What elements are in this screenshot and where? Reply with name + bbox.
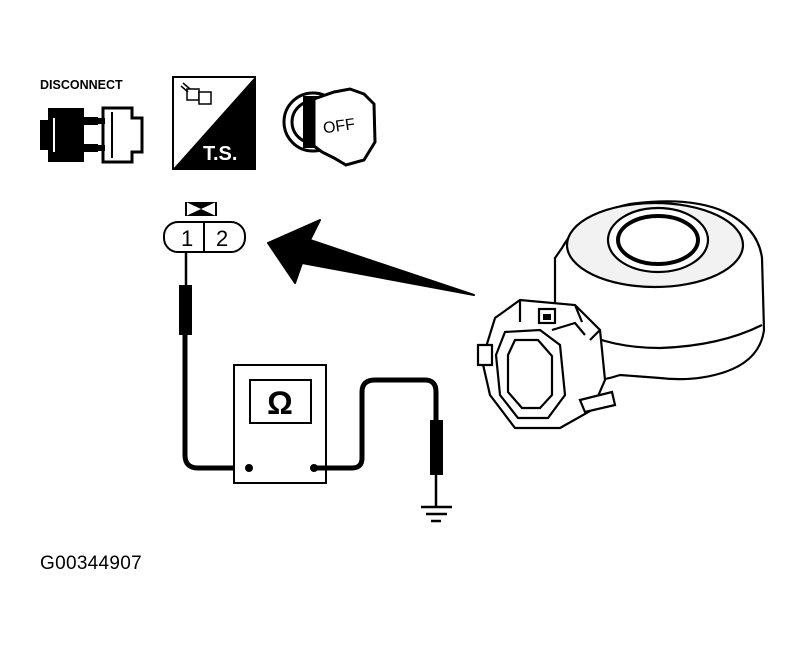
meter-terminal-left [245,464,253,472]
ignition-key-off-icon: OFF [282,87,377,167]
connector-pin-2: 2 [216,226,228,251]
ohmmeter: Ω [233,364,327,484]
knock-sensor [476,200,766,430]
right-test-lead [314,377,443,506]
ohm-symbol: Ω [267,385,293,421]
disconnect-label: DISCONNECT [40,78,123,92]
connector-left-half-icon [40,108,84,162]
key-off-label: OFF [322,116,356,137]
probe-right [430,420,443,475]
sensor-connector-terminal: 1 2 [163,202,246,253]
probe-left [179,285,192,335]
pointer-arrow [267,219,475,296]
troubleshooting-icon: T.S. [172,76,256,170]
connector-right-half-icon [101,106,144,164]
disconnect-icon: DISCONNECT [40,78,144,164]
connector-pin-1: 1 [181,226,193,251]
ts-label: T.S. [203,143,237,165]
left-test-lead [179,252,248,471]
small-connector-icon [180,82,212,105]
ground-symbol [421,505,452,523]
figure-id: G00344907 [40,553,143,574]
